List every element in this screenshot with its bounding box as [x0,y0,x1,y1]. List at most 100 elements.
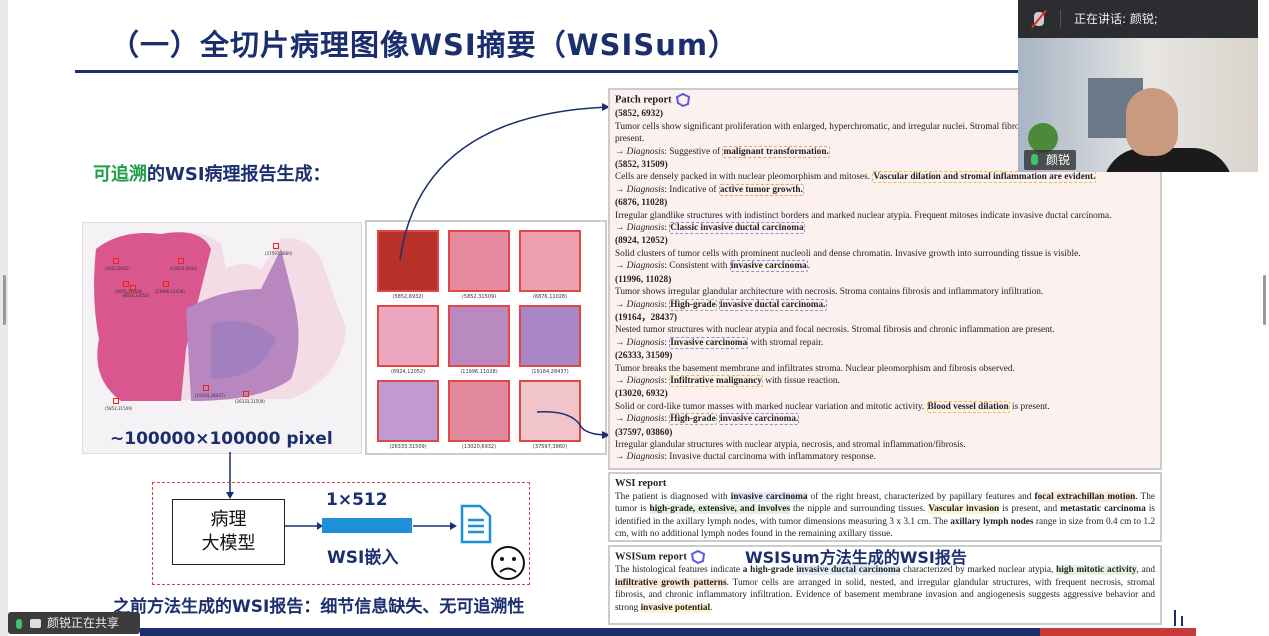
patch-diagnosis: → Diagnosis: Consistent with invasive ca… [615,260,1155,273]
patch-description: Tumor breaks the basement membrane and i… [615,363,1155,375]
text-segment: of the right breast, characterized by pa… [807,492,1035,502]
patch-coordinate: (6876, 11028) [615,198,668,209]
text-segment: is present. [1009,401,1050,412]
arrow-glyph: → [615,414,627,425]
participant-name-tag: 颜锐 [1024,150,1077,170]
patch-coordinate: (8924, 12052) [615,236,668,247]
colon: : [664,223,670,234]
patch-coordinate: (11996, 11028) [615,274,672,285]
highlighted-phrase: a high-grade [742,565,794,576]
roi-marker [130,285,136,291]
arrow-glyph: → [615,223,627,234]
arrow-glyph: → [615,261,627,272]
previous-method-box [152,482,530,585]
patch-entry: (8924, 12052)Solid clusters of tumor cel… [615,235,1155,273]
roi-label: (5852,31509) [105,406,133,411]
patch-coordinate: (26333, 31509) [615,351,673,362]
text-segment: Consistent with [669,261,730,272]
embedding-vector [322,518,412,533]
text-segment: Solid clusters of tumor cells with promi… [615,248,1081,259]
scrollbar-right[interactable] [1263,275,1266,325]
highlighted-phrase: infiltrative growth patterns [615,577,727,588]
highlighted-phrase: Blood vessel dilation [926,400,1010,413]
highlighted-phrase: focal extrachillan motion [1034,492,1136,502]
slide-title: （一）全切片病理图像WSI摘要（WSISum） [110,28,739,62]
patch-coordinate: (19164，28437) [615,312,677,323]
text-segment: The histological features indicate [615,565,743,576]
roi-label: (8924,12052) [122,293,150,298]
text-segment: Suggestive of [669,146,723,157]
patch-coordinate: (37597, 03860) [615,427,673,438]
roi-label: (5852,6932) [105,266,130,271]
roi-label: (11996,11028) [155,289,185,294]
colon: : [664,184,670,195]
colon: : [664,452,670,463]
diagnosis-label: Diagnosis [626,184,665,195]
patch-diagnosis: → Diagnosis: Invasive carcinoma with str… [615,336,1155,349]
text-segment: Cells are densely packed in with nuclear… [615,172,873,183]
highlighted-phrase: invasive carcinoma [730,492,808,502]
arrow-glyph: → [615,299,627,310]
highlighted-phrase: Classic invasive ductal carcinoma [669,222,805,235]
patch-entry: (37597, 03860)Irregular glandular struct… [615,427,1155,464]
patch-description: Nested tumor structures with nuclear aty… [615,324,1155,336]
patch-coordinate: (5852, 6932) [615,109,664,120]
footer-bar [140,628,1040,636]
wsisum-caption: WSISum方法生成的WSI报告 [745,548,967,567]
text-segment: Tumor cells show significant proliferati… [615,121,1154,145]
patch-report-title-text: Patch report [615,94,672,106]
patch-description: Cells are densely packed in with nuclear… [615,171,1155,184]
patch-caption: (5852,6932) [392,294,424,300]
text-segment: . The tumor is [615,492,1156,515]
roi-marker [163,281,169,287]
flow-arrows [285,522,457,530]
roi-label: (13020,6932) [170,266,198,271]
diagnosis-label: Diagnosis [626,337,665,348]
subtitle-text: 的WSI病理报告生成： [147,164,331,185]
patch-tile [377,305,439,367]
highlighted-phrase: malignant transformation. [722,145,830,158]
patch-report-title: Patch report [615,93,1155,107]
roi-label: (37597,3860) [265,251,293,256]
sharing-indicator[interactable]: 颜锐正在共享 [8,612,140,634]
patch-diagnosis: → Diagnosis: Classic invasive ductal car… [615,222,1155,235]
colon: : [664,261,670,272]
patch-entry: (19164，28437)Nested tumor structures wit… [615,312,1155,349]
roi-marker [178,258,184,264]
sharing-label: 颜锐正在共享 [47,616,120,630]
wsisum-report-panel: WSISum report The histological features … [608,545,1162,625]
colon: : [664,375,670,386]
text-segment: . [807,261,811,272]
connector-arrows [399,103,610,439]
patch-tile [448,380,510,442]
scrollbar-left[interactable] [3,275,6,325]
footer-logo-mark [1174,610,1183,626]
text-segment: The patient is diagnosed with [615,492,731,502]
text-segment: . Tumor cells are arranged in solid, nes… [615,577,1155,613]
highlighted-phrase: Vascular dilation and stromal inflammati… [872,171,1097,184]
patch-caption: (8924,12052) [390,369,426,375]
embedding-label: WSI嵌入 [327,548,399,568]
colon: : [664,146,670,157]
text-segment: with stromal repair. [748,337,824,348]
highlighted-phrase: high mitotic activity [1056,565,1137,576]
embedding-dimension: 1×512 [326,490,388,510]
wsisum-report-text: The histological features indicate a hig… [615,564,1155,614]
highlighted-phrase: Vascular invasion [928,504,1000,515]
highlighted-phrase: invasive carcinoma. [719,413,800,426]
patch-grid: (5852,6932)(5852,31509)(6876,11028)(8924… [365,220,607,455]
text-segment: Indicative of [669,184,719,195]
patch-tile [377,380,439,442]
patch-entry: (6876, 11028)Irregular glandlike structu… [615,197,1155,235]
patch-caption: (11996,11028) [460,369,498,375]
highlighted-phrase: invasive ductal carcinoma [796,565,901,576]
roi-marker [113,258,119,264]
patch-tile [377,230,439,292]
text-segment: Irregular glandlike structures with indi… [615,210,1112,221]
diagnosis-label: Diagnosis [626,414,665,425]
highlighted-phrase: high-grade, extensive, and involves [649,504,790,515]
patch-caption: (5852,31509) [461,294,497,300]
mic-icon [16,618,22,629]
wsisum-logo-icon [675,93,690,107]
patch-caption: (37597,3860) [532,444,568,450]
